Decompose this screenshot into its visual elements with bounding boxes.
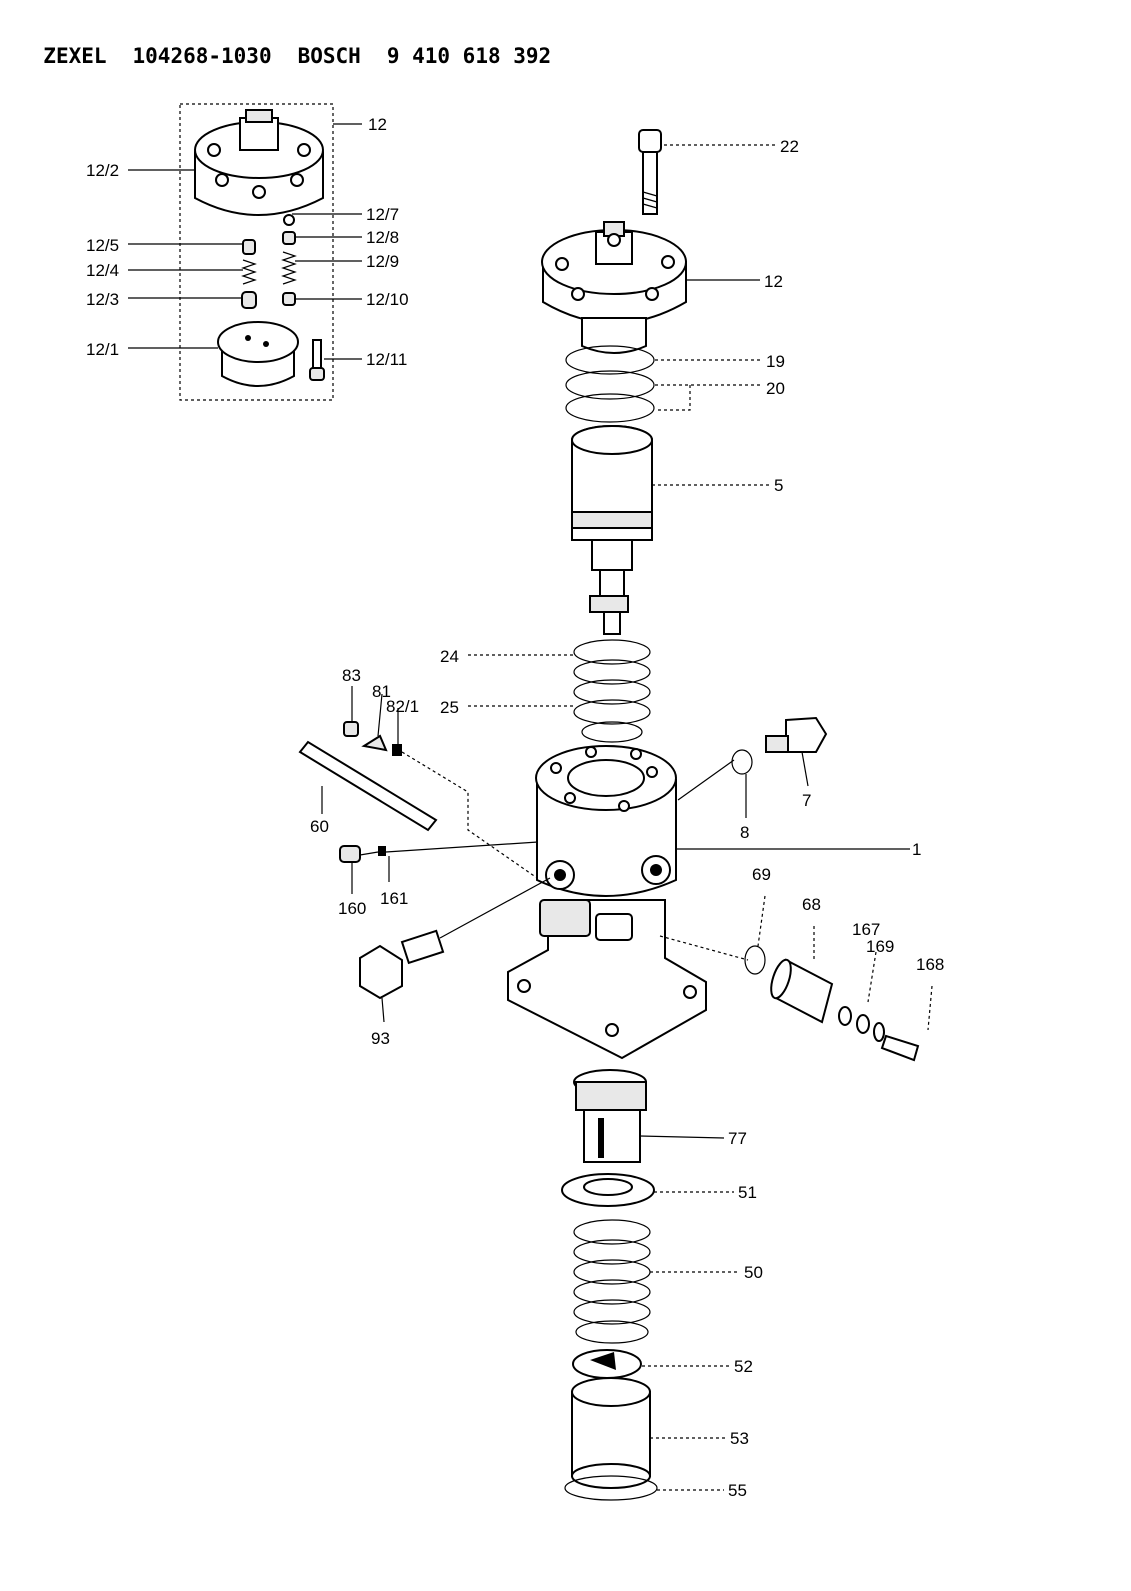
part-12-10 — [282, 292, 296, 306]
leader-69 — [757, 895, 766, 947]
label-12-2: 12/2 — [86, 161, 119, 180]
leader-160-161 — [359, 851, 379, 856]
label-12-11: 12/11 — [366, 350, 407, 369]
part-5-barrel-plunger — [571, 425, 653, 635]
leader-77 — [639, 1135, 725, 1139]
part-160-screw — [339, 845, 361, 863]
label-93: 93 — [371, 1029, 390, 1048]
label-53: 53 — [730, 1429, 749, 1448]
leader-housing-to-69 — [659, 935, 749, 961]
part-12-9-spring — [281, 251, 297, 285]
label-51: 51 — [738, 1183, 757, 1202]
label-167: 167 — [852, 920, 880, 939]
zexel-part-number: 104268-1030 — [132, 44, 272, 68]
label-12-7: 12/7 — [366, 205, 399, 224]
label-19: 19 — [766, 352, 785, 371]
part-12-flange — [541, 221, 687, 354]
header: ZEXEL 104268-1030 BOSCH 9 410 618 392 — [18, 20, 577, 68]
part-68-sleeve — [770, 958, 834, 1024]
label-12-9: 12/9 — [366, 252, 399, 271]
leader-167-169 — [867, 951, 877, 1003]
part-52-lower-seat — [572, 1349, 642, 1379]
label-12-5: 12/5 — [86, 236, 119, 255]
leader-20 — [655, 384, 762, 411]
label-1: 1 — [912, 840, 921, 859]
label-52: 52 — [734, 1357, 753, 1376]
label-82-1: 82/1 — [386, 697, 419, 716]
leader-168 — [927, 985, 933, 1031]
part-12-11-screw — [309, 339, 325, 381]
label-7: 7 — [802, 791, 811, 810]
label-168: 168 — [916, 955, 944, 974]
part-93-banjo-bolt — [359, 929, 445, 1000]
part-20-rings — [565, 370, 655, 423]
leader-rod-to-housing — [401, 751, 541, 881]
inset-group-12 — [128, 103, 362, 401]
leader-7 — [801, 751, 809, 787]
label-25: 25 — [440, 698, 459, 717]
label-12-10: 12/10 — [366, 290, 409, 309]
label-69: 69 — [752, 865, 771, 884]
part-83-screw — [343, 721, 359, 737]
part-161-ring — [378, 846, 386, 856]
part-69-washer — [744, 945, 766, 975]
part-7-plug — [765, 716, 828, 753]
part-82-1-pin — [392, 744, 402, 756]
label-5: 5 — [774, 476, 783, 495]
label-83: 83 — [342, 666, 361, 685]
part-12-8 — [282, 231, 296, 245]
part-81-clip — [361, 734, 388, 752]
leader-93 — [381, 997, 385, 1023]
label-161: 161 — [380, 889, 408, 908]
part-12-1-body — [217, 321, 299, 387]
leader-81 — [377, 693, 383, 737]
label-169: 169 — [866, 937, 894, 956]
part-1-housing — [507, 745, 707, 1060]
part-60-control-rod — [298, 740, 438, 832]
label-55: 55 — [728, 1481, 747, 1500]
part-50-plunger-spring — [573, 1219, 651, 1344]
label-68: 68 — [802, 895, 821, 914]
part-53-tappet — [571, 1377, 651, 1489]
bosch-part-number: 9 410 618 392 — [386, 44, 552, 68]
label-81: 81 — [372, 682, 391, 701]
label-160: 160 — [338, 899, 366, 918]
part-51-spring-seat — [561, 1173, 655, 1207]
label-12-1: 12/1 — [86, 340, 119, 359]
label-50: 50 — [744, 1263, 763, 1282]
brand-bosch: BOSCH — [297, 44, 361, 68]
label-12-inset: 12 — [368, 115, 387, 134]
leader-161-to-housing — [385, 841, 539, 853]
part-24-25-spring — [573, 639, 651, 743]
label-60: 60 — [310, 817, 329, 836]
part-169-washer — [856, 1014, 870, 1034]
brand-zexel: ZEXEL — [43, 44, 107, 68]
label-12: 12 — [764, 272, 783, 291]
part-22-bolt — [638, 129, 662, 215]
label-12-4: 12/4 — [86, 261, 119, 280]
leader-93-to-housing — [439, 877, 551, 939]
part-168-screw — [873, 1022, 920, 1062]
label-20: 20 — [766, 379, 785, 398]
leader-housing-to-8 — [677, 759, 735, 801]
part-77-control-sleeve — [573, 1069, 647, 1163]
part-12-3 — [241, 291, 257, 309]
label-22: 22 — [780, 137, 799, 156]
part-19-ring — [565, 345, 655, 375]
part-55-circlip — [564, 1475, 658, 1501]
part-12-5 — [242, 239, 256, 255]
part-12-4-spring — [241, 259, 257, 285]
inset-dashed-frame — [179, 103, 334, 401]
label-24: 24 — [440, 647, 459, 666]
label-12-8: 12/8 — [366, 228, 399, 247]
part-8-washer — [731, 749, 753, 775]
part-12-2-flange — [194, 109, 324, 216]
part-167-ring — [838, 1006, 852, 1026]
label-12-3: 12/3 — [86, 290, 119, 309]
label-77: 77 — [728, 1129, 747, 1148]
part-12-7-ball — [283, 214, 295, 226]
label-8: 8 — [740, 823, 749, 842]
